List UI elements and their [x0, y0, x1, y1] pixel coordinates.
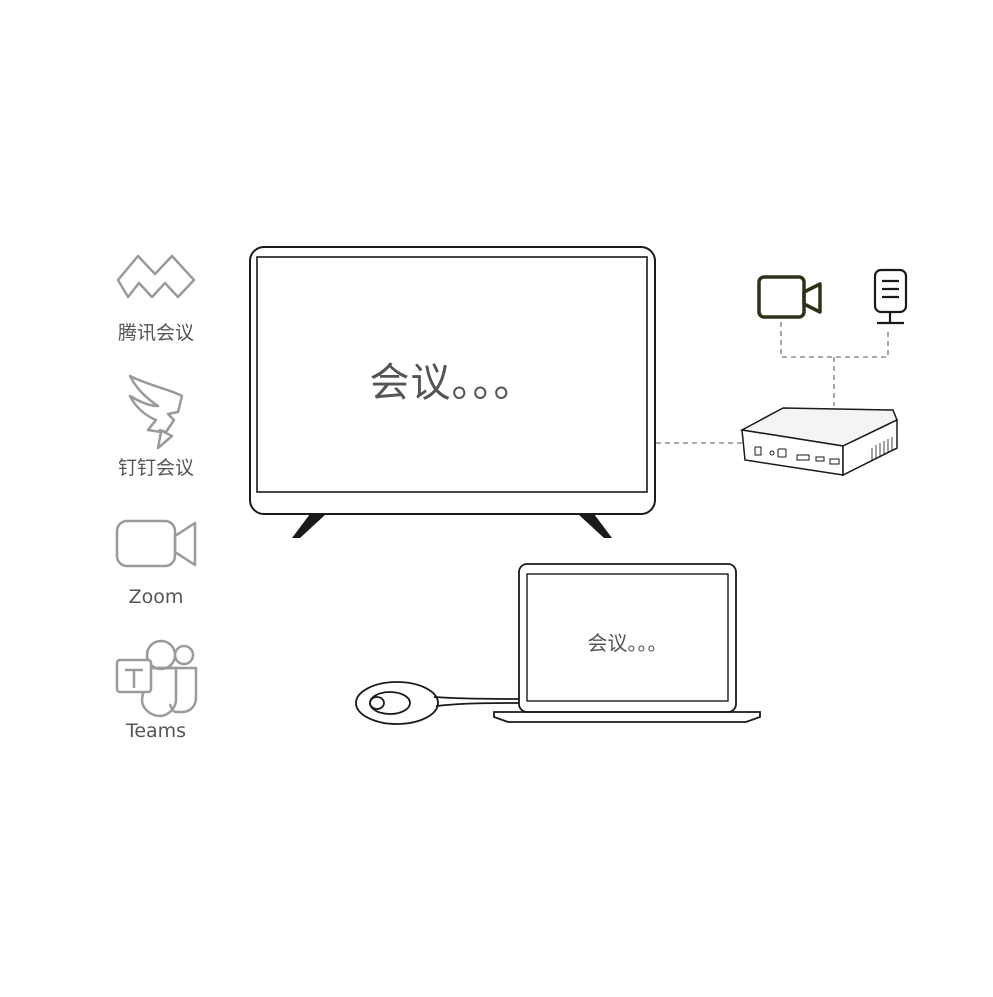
connection-lines [656, 322, 889, 444]
teams-icon [115, 639, 198, 718]
app-label-tencent: 腾讯会议 [117, 322, 194, 344]
app-label-dingtalk: 钉钉会议 [117, 457, 194, 479]
video-camera-icon [757, 275, 822, 319]
app-label-teams: Teams [125, 720, 187, 742]
microphone-icon [873, 268, 908, 325]
dingtalk-icon [128, 374, 184, 450]
app-label-zoom: Zoom [128, 586, 184, 608]
wireless-dongle [355, 681, 520, 725]
tv-stand-left [292, 514, 326, 538]
laptop [493, 563, 761, 723]
zoom-camera-icon [115, 519, 197, 568]
laptop-screen-text: 会议。。。 [587, 631, 668, 655]
tv-stand-right [578, 514, 612, 538]
tv [249, 246, 656, 538]
meeting-box [739, 407, 898, 477]
tv-screen-text: 会议。。。 [369, 360, 535, 406]
tencent-meeting-icon [116, 254, 196, 299]
